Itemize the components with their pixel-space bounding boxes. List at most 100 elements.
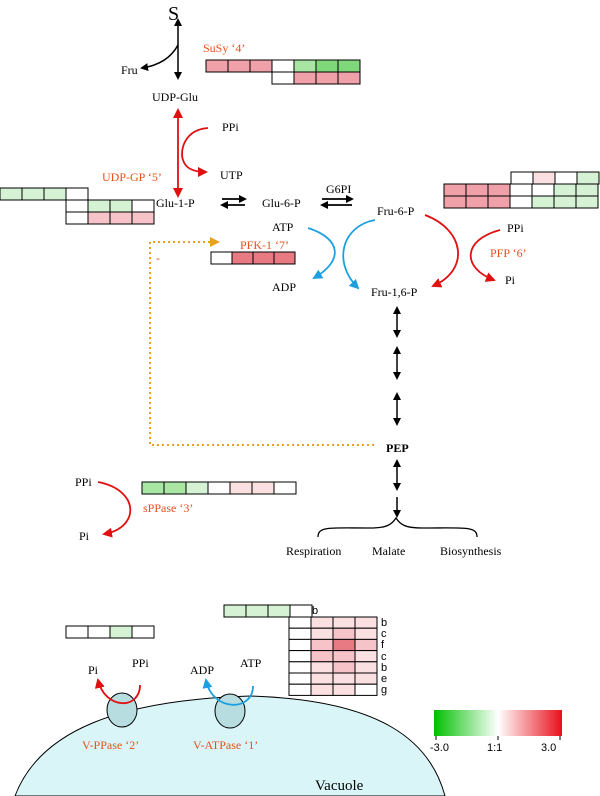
heat-grid-row-2 (288, 627, 378, 640)
pfp-strip-2-cell (465, 183, 489, 197)
pfp-strip-1-cell (532, 171, 556, 185)
pfk-strip-cell (273, 251, 296, 265)
vac-single-strip (65, 625, 155, 639)
sppase-strip-cell (273, 481, 297, 495)
heatmap-row-label-4: c (381, 651, 387, 663)
pfp-strip-1 (510, 171, 600, 185)
heatmap-row-label-6: e (381, 673, 387, 685)
heat-grid-row-7 (288, 683, 378, 696)
scale-mid-label: 1:1 (487, 742, 502, 754)
pep-feedback-arrow (149, 237, 374, 446)
heat-grid-row-2-cell (288, 627, 312, 640)
pfp-strip-2-cell (531, 183, 555, 197)
sppase-strip-cell (207, 481, 231, 495)
heat-grid-row-3-cell (354, 638, 378, 652)
fru-arrow (140, 44, 179, 72)
udpgp-strip-2 (65, 199, 155, 213)
susy-strip-2-cell (271, 71, 295, 85)
heat-grid-row-4 (288, 650, 378, 663)
heat-grid-row-4-cell (332, 650, 356, 663)
pi-sppase-label: Pi (79, 529, 90, 543)
inhibition-sign: - (156, 251, 160, 265)
heat-grid-row-4-cell (310, 650, 334, 663)
susy-strip-2-cell (293, 71, 317, 85)
pfp-strip-3-cell (531, 195, 555, 209)
udpgp-strip-1-cell (65, 187, 89, 201)
biosynthesis-label: Biosynthesis (440, 544, 502, 558)
vac-atp-label: ATP (240, 656, 262, 670)
pfk-main-arrow (342, 219, 376, 290)
udpgp-strip-1-cell (43, 187, 67, 201)
pfp-strip-3-cell (553, 195, 577, 209)
pfk-strip (210, 251, 296, 265)
heat-grid-row-6-cell (310, 672, 334, 685)
susy-strip-1-cell (315, 59, 339, 73)
susy-strip-2-cell (315, 71, 339, 85)
sppase-label: sPPase ‘3’ (143, 501, 193, 515)
udpgp-strip-3-cell (109, 211, 133, 225)
udpgp-strip-2-cell (65, 199, 89, 213)
pfp-main-arrow (424, 214, 459, 288)
pfp-strip-2-cell (443, 183, 467, 197)
scale-min-label: -3.0 (430, 742, 449, 754)
udpgp-strip-3-cell (87, 211, 111, 225)
pfk-strip-cell (210, 251, 233, 265)
pfp-ppi-pi-arrow (469, 229, 501, 282)
udpgp-label: UDP-GP ‘5’ (102, 170, 162, 184)
heat-grid-row-4-cell (354, 650, 378, 663)
pfp-strip-3 (443, 195, 599, 209)
pfp-strip-1-cell (576, 171, 600, 185)
sppase-strip-cell (163, 481, 187, 495)
heat-grid-row-2-cell (310, 627, 334, 640)
udpgp-strip-2-cell (131, 199, 155, 213)
heat-grid-row-5 (288, 661, 378, 674)
vac-top-strip (223, 604, 313, 618)
heat-grid-row-6 (288, 672, 378, 685)
udpgp-strip-2-cell (109, 199, 133, 213)
vac-adp-label: ADP (190, 663, 214, 677)
utp-label: UTP (220, 168, 243, 182)
heat-grid-row-6-cell (354, 672, 378, 685)
heatmap-row-label-3: f (381, 639, 385, 651)
output-brace (317, 516, 478, 538)
heat-grid-row-3-cell (332, 638, 356, 652)
udpgp-strip-3-cell (131, 211, 155, 225)
heat-grid-row-7-cell (288, 683, 312, 696)
susy-strip-2 (271, 71, 361, 85)
g6pi-label: G6PI (326, 182, 351, 196)
atp-label: ATP (272, 220, 294, 234)
single-row-label: b (312, 605, 318, 617)
pep-label: PEP (386, 441, 409, 455)
heat-grid-row-5-cell (310, 661, 334, 674)
vac-ppi-label: PPi (132, 656, 149, 670)
heat-grid-row-1-cell (332, 616, 356, 629)
color-scale-bar (434, 710, 562, 736)
v-ppase-label: V-PPase ‘2’ (82, 738, 139, 752)
heatmap-row-label-7: g (381, 684, 387, 696)
pfk-label: PFK-1 ‘7’ (240, 238, 289, 252)
heat-grid-row-6-cell (332, 672, 356, 685)
fru6p-label: Fru-6-P (377, 204, 415, 218)
udpgp-strip-1 (0, 187, 89, 201)
susy-strip-1-cell (337, 59, 361, 73)
pi-pfp-label: Pi (505, 273, 516, 287)
glu1p-label: Glu-1-P (156, 196, 195, 210)
heat-grid-row-3 (288, 638, 378, 652)
ppi-top-label: PPi (222, 120, 239, 134)
v-ppase-reaction-arrow (94, 678, 141, 705)
heatmap-row-label-1: b (381, 617, 387, 629)
pfp-strip-3-cell (487, 195, 511, 209)
pfp-strip-1-cell (510, 171, 534, 185)
v-atpase-reaction-arrow (202, 678, 254, 706)
heat-grid-row-3-cell (310, 638, 334, 652)
glu6p-label: Glu-6-P (262, 196, 301, 210)
udpgp-strip-3-cell (65, 211, 89, 225)
pfp-strip-2 (443, 183, 599, 197)
sppase-strip-cell (229, 481, 253, 495)
v-atpase-label: V-ATPase ‘1’ (193, 738, 258, 752)
pfp-strip-1-cell (554, 171, 578, 185)
heat-grid-row-7-cell (332, 683, 356, 696)
udpgp-strip-3 (65, 211, 155, 225)
susy-strip-1-cell (249, 59, 273, 73)
